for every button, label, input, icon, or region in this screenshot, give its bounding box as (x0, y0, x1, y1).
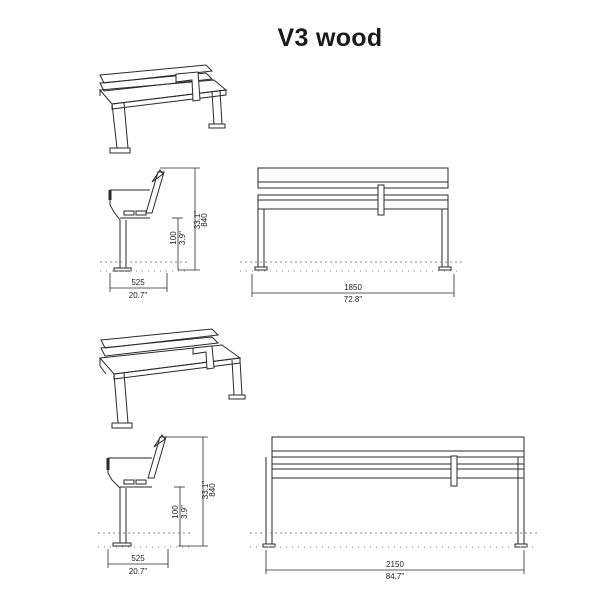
dim-height-2 (166, 436, 208, 547)
clearance-in-label-2: 3.9" (180, 505, 189, 519)
height-mm-label-2: 840 (208, 483, 217, 497)
depth-in-label-2: 20.7" (129, 567, 148, 576)
length-mm-label-2: 2150 (386, 560, 404, 569)
dim-depth-2 (107, 549, 169, 568)
bench-2150-perspective (98, 328, 246, 429)
depth-mm-label-1: 525 (131, 278, 145, 287)
clearance-in-label-1: 3.9" (178, 231, 187, 245)
depth-mm-label-2: 525 (131, 554, 145, 563)
page-title: V3 wood (277, 24, 383, 52)
dim-depth-1 (109, 273, 168, 292)
ground-line-1 (100, 261, 462, 272)
clearance-mm-label-2: 100 (171, 505, 180, 519)
length-in-label-1: 72.8" (344, 295, 363, 304)
bench-2150-front-view (262, 436, 528, 548)
clearance-mm-label-1: 100 (169, 231, 178, 245)
height-in-label-1: 33.1" (193, 211, 202, 230)
bench-1850-perspective (98, 64, 228, 154)
bench-2150-side-view (106, 434, 167, 547)
height-mm-label-1: 840 (200, 213, 209, 227)
length-in-label-2: 84.7" (386, 572, 405, 581)
ground-line-2 (98, 532, 538, 548)
bench-1850-side-view (108, 169, 165, 272)
dim-height-1 (160, 167, 200, 271)
depth-in-label-1: 20.7" (129, 291, 148, 300)
length-mm-label-1: 1850 (344, 283, 362, 292)
bench-1850-front-view (254, 167, 452, 271)
dim-length-1 (251, 274, 455, 297)
dim-length-2 (265, 550, 525, 574)
height-in-label-2: 33.1" (201, 481, 210, 500)
